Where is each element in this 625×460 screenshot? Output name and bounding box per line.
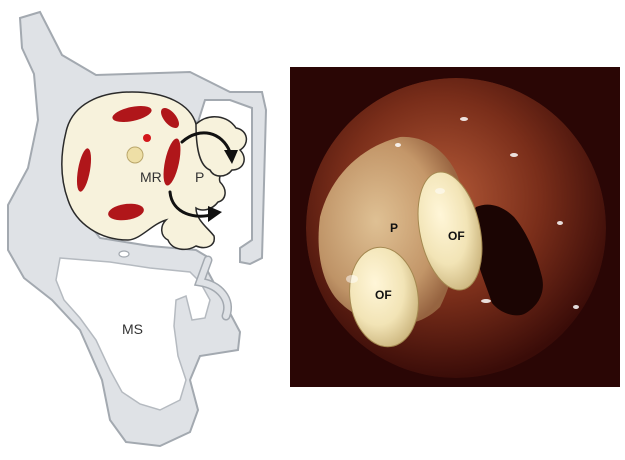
label-p-endo: P <box>390 221 398 235</box>
arrow-lower-head <box>208 206 222 222</box>
label-p: P <box>195 169 204 185</box>
label-of-upper: OF <box>448 229 465 243</box>
schematic-panel: MR P MS <box>0 0 280 455</box>
nerve-circle <box>127 147 143 163</box>
red-dot <box>143 134 151 142</box>
schematic-figure: MR P MS <box>0 0 280 455</box>
endoscopy-panel: P OF OF <box>290 67 620 387</box>
label-ms: MS <box>122 321 143 337</box>
endoscopic-image: P OF OF <box>290 67 620 387</box>
ostium <box>119 251 129 257</box>
label-mr: MR <box>140 169 162 185</box>
label-of-lower: OF <box>375 288 392 302</box>
